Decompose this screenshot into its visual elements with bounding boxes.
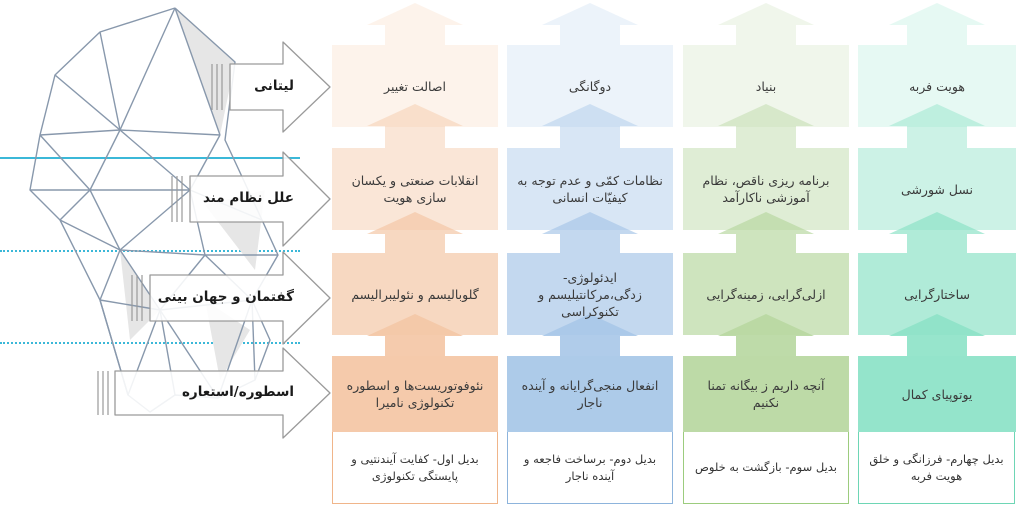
arrow-myth [114, 347, 331, 439]
column-3-causes: برنامه ریزی ناقص، نظام آموزشی ناکارآمد [683, 148, 849, 230]
column-3-myth: آنچه داریم ز بیگانه تمنا نکنیم [683, 356, 849, 432]
column-4-myth: یوتوپیای کمال [858, 356, 1016, 432]
column-1-scenario: بدیل اول- کفایت آیندنتیی و پایستگی تکنول… [332, 432, 498, 504]
level-divider-causes [0, 157, 300, 159]
column-4-litany: هویت فربه [858, 45, 1016, 127]
level-label-myth: اسطوره/استعاره [181, 384, 294, 400]
column-2-litany: دوگانگی [507, 45, 673, 127]
column-3-discourse: ازلی‌گرایی، زمینه‌گرایی [683, 253, 849, 335]
column-2-up-arrows [542, 3, 638, 356]
column-2-myth: انفعال منجی‌گرایانه و آینده ناجار [507, 356, 673, 432]
column-3-up-arrows [718, 3, 814, 356]
layer-arrows [97, 41, 331, 439]
column-1-up-arrows [367, 3, 463, 356]
level-divider-myth [0, 342, 300, 344]
column-4-causes: نسل شورشی [858, 148, 1016, 230]
column-1-discourse: گلوبالیسم و نئولیبرالیسم [332, 253, 498, 335]
column-2-discourse: ایدئولوژی- زدگی،مرکانتیلیسم و تکنوکراسی [507, 253, 673, 335]
column-3-scenario: بدیل سوم- بازگشت به خلوص [683, 432, 849, 504]
level-label-discourse: گفتمان و جهان بینی [157, 289, 294, 305]
column-2-causes: نظامات کمّی و عدم توجه به کیفیّات انسانی [507, 148, 673, 230]
column-2-scenario: بدیل دوم- برساخت فاجعه و آینده ناجار [507, 432, 673, 504]
arrow-discourse [149, 251, 331, 345]
level-label-causes: علل نظام مند [202, 190, 294, 206]
column-1-litany: اصالت تغییر [332, 45, 498, 127]
column-1-causes: انقلابات صنعتی و یکسان سازی هویت [332, 148, 498, 230]
column-4-up-arrows [889, 3, 985, 356]
column-4-discourse: ساختارگرایی [858, 253, 1016, 335]
level-label-litany: لیتانی [254, 78, 294, 94]
column-1-myth: نئوفوتوریست‌ها و اسطوره تکنولوژی نامیرا [332, 356, 498, 432]
column-3-litany: بنیاد [683, 45, 849, 127]
arrow-litany [229, 41, 331, 133]
level-divider-discourse [0, 250, 300, 252]
arrow-causes [189, 151, 331, 247]
column-4-scenario: بدیل چهارم- فرزانگی و خلق هویت فربه [858, 432, 1015, 504]
